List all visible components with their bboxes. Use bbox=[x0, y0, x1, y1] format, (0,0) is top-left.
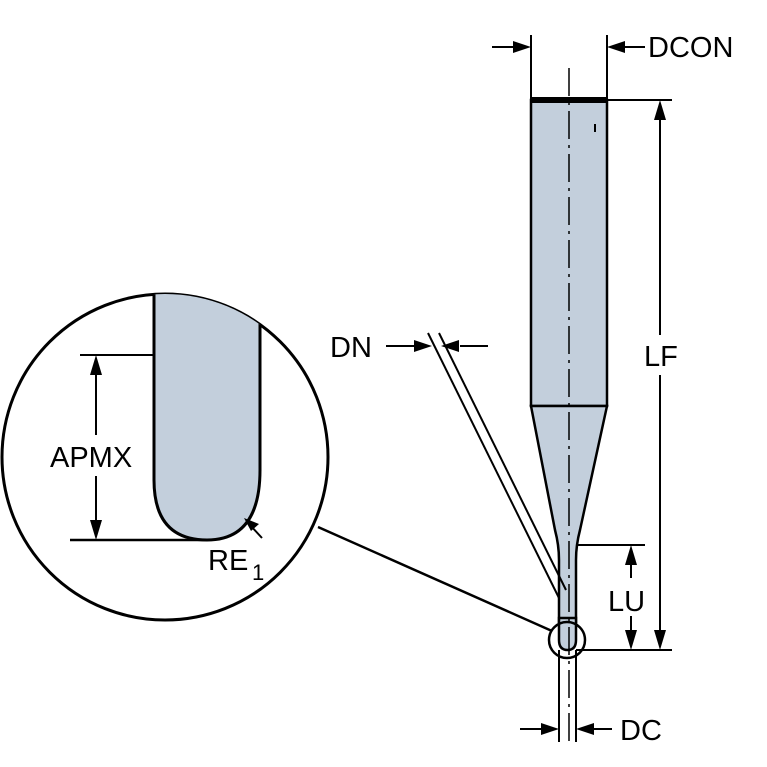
lu-label: LU bbox=[608, 586, 645, 618]
magnified-detail-view: APMX RE 1 bbox=[0, 292, 330, 622]
tool-tip bbox=[557, 616, 578, 652]
dc-dimension: DC bbox=[520, 650, 662, 747]
dcon-label: DCON bbox=[648, 32, 733, 64]
lf-dimension: LF bbox=[576, 99, 678, 651]
magnified-tool-end bbox=[152, 294, 262, 542]
dn-label: DN bbox=[330, 332, 372, 364]
detail-marker-circle bbox=[547, 620, 587, 660]
detail-leader-line bbox=[317, 525, 553, 633]
apmx-label: APMX bbox=[50, 442, 132, 474]
dcon-dimension: DCON bbox=[492, 32, 733, 100]
dn-dimension: DN bbox=[330, 332, 567, 599]
re-subscript: 1 bbox=[252, 560, 264, 585]
dc-label: DC bbox=[620, 715, 662, 747]
re-label: RE bbox=[208, 545, 248, 577]
lu-dimension: LU bbox=[578, 544, 645, 650]
lf-label: LF bbox=[644, 341, 678, 373]
